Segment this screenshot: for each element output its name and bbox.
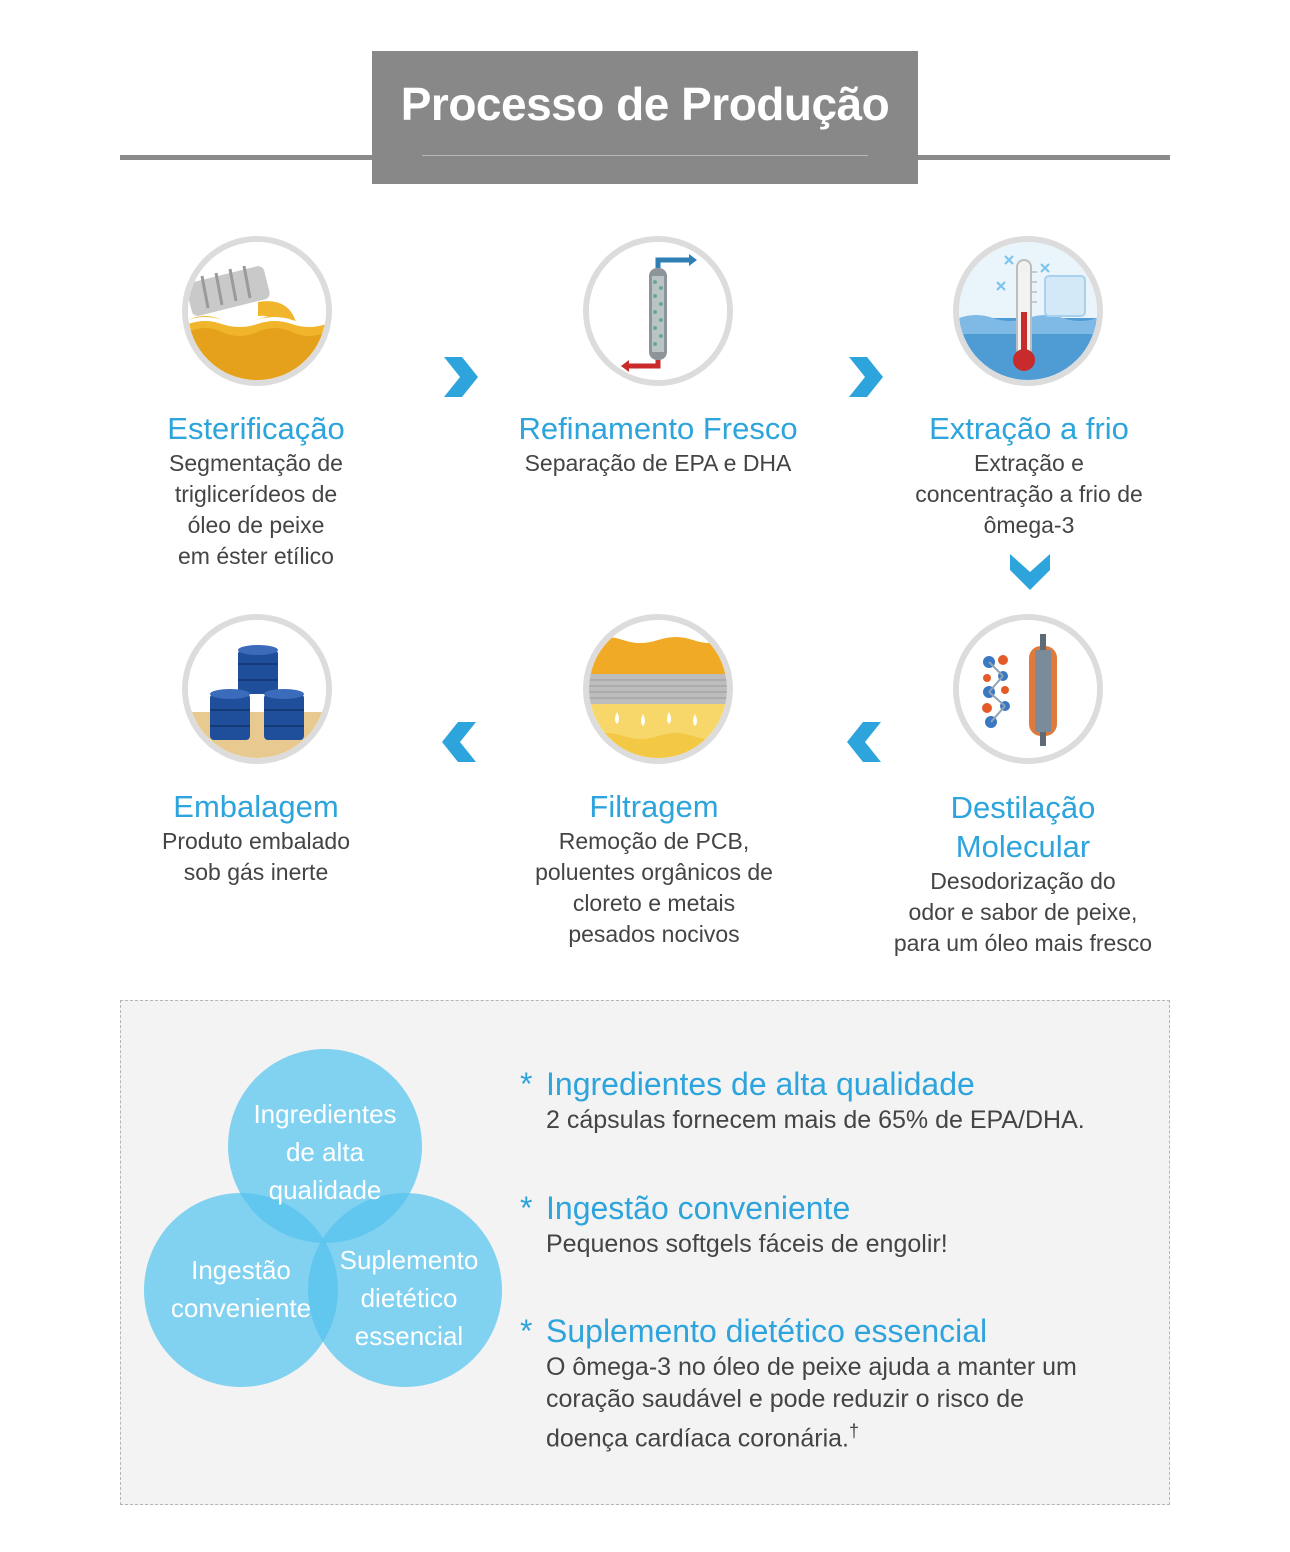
step-title: Embalagem bbox=[173, 789, 339, 824]
step-description: Extração e concentração a frio de ômega-… bbox=[915, 450, 1143, 538]
refining-column-icon bbox=[583, 236, 733, 386]
chevron-left-icon bbox=[845, 720, 885, 764]
step-title: Filtragem bbox=[589, 789, 719, 824]
step-description: Produto embalado sob gás inerte bbox=[162, 828, 350, 885]
distillation-icon bbox=[953, 614, 1103, 764]
feature-description: O ômega-3 no óleo de peixe ajuda a mante… bbox=[546, 1353, 1077, 1453]
venn-label-left: Ingestão conveniente bbox=[170, 1255, 312, 1323]
step-destilacao: Destilação Molecular Desodorização do od… bbox=[880, 788, 1166, 959]
step-title: Destilação Molecular bbox=[950, 790, 1096, 864]
venn-circle-right bbox=[308, 1193, 502, 1387]
header-underline bbox=[422, 155, 868, 156]
step-description: Segmentação de triglicerídeos de óleo de… bbox=[169, 450, 343, 569]
chevron-right-icon bbox=[845, 355, 885, 399]
venn-circle-left bbox=[144, 1193, 338, 1387]
step-extracao: Extração a frio Extração e concentração … bbox=[890, 410, 1168, 541]
asterisk-marker: * bbox=[520, 1313, 533, 1349]
feature-quality: * Ingredientes de alta qualidade 2 cápsul… bbox=[520, 1064, 1160, 1136]
feature-description: 2 cápsulas fornecem mais de 65% de EPA/D… bbox=[546, 1106, 1085, 1134]
page-title: Processo de Produção bbox=[400, 78, 890, 130]
feature-description: Pequenos softgels fáceis de engolir! bbox=[546, 1230, 948, 1258]
header-banner: Processo de Produção bbox=[372, 51, 918, 184]
chevron-left-icon bbox=[440, 720, 480, 764]
feature-title: Ingredientes de alta qualidade bbox=[546, 1066, 975, 1102]
step-description: Remoção de PCB, poluentes orgânicos de c… bbox=[535, 828, 773, 947]
step-esterificacao: Esterificação Segmentação de trigliceríd… bbox=[120, 410, 392, 572]
feature-convenience: * Ingestão conveniente Pequenos softgels … bbox=[520, 1188, 1160, 1260]
step-embalagem: Embalagem Produto embalado sob gás inert… bbox=[136, 788, 376, 888]
cold-thermometer-icon bbox=[953, 236, 1103, 386]
step-description: Separação de EPA e DHA bbox=[524, 450, 792, 476]
dagger-footnote-mark: † bbox=[848, 1421, 859, 1441]
step-refinamento: Refinamento Fresco Separação de EPA e DH… bbox=[480, 410, 836, 479]
venn-label-right: Suplemento dietético essencial bbox=[339, 1245, 479, 1351]
step-description: Desodorização do odor e sabor de peixe, … bbox=[893, 868, 1153, 956]
filter-icon bbox=[583, 614, 733, 764]
chevron-down-icon bbox=[1008, 550, 1052, 594]
step-title: Extração a frio bbox=[929, 411, 1129, 446]
venn-label-top: Ingredientes de alta qualidade bbox=[253, 1099, 397, 1205]
step-filtragem: Filtragem Remoção de PCB, poluentes orgâ… bbox=[500, 788, 808, 950]
step-title: Refinamento Fresco bbox=[518, 411, 798, 446]
barrels-icon bbox=[182, 614, 332, 764]
feature-supplement: * Suplemento dietético essencial O ômega-… bbox=[520, 1311, 1160, 1454]
chevron-right-icon bbox=[440, 355, 480, 399]
asterisk-marker: * bbox=[520, 1066, 533, 1102]
feature-title: Suplemento dietético essencial bbox=[546, 1313, 988, 1349]
esterification-icon bbox=[182, 236, 332, 386]
asterisk-marker: * bbox=[520, 1190, 533, 1226]
feature-title: Ingestão conveniente bbox=[546, 1190, 851, 1226]
step-title: Esterificação bbox=[167, 411, 345, 446]
benefits-venn-diagram: Ingredientes de alta qualidade Ingestão … bbox=[140, 1045, 510, 1395]
